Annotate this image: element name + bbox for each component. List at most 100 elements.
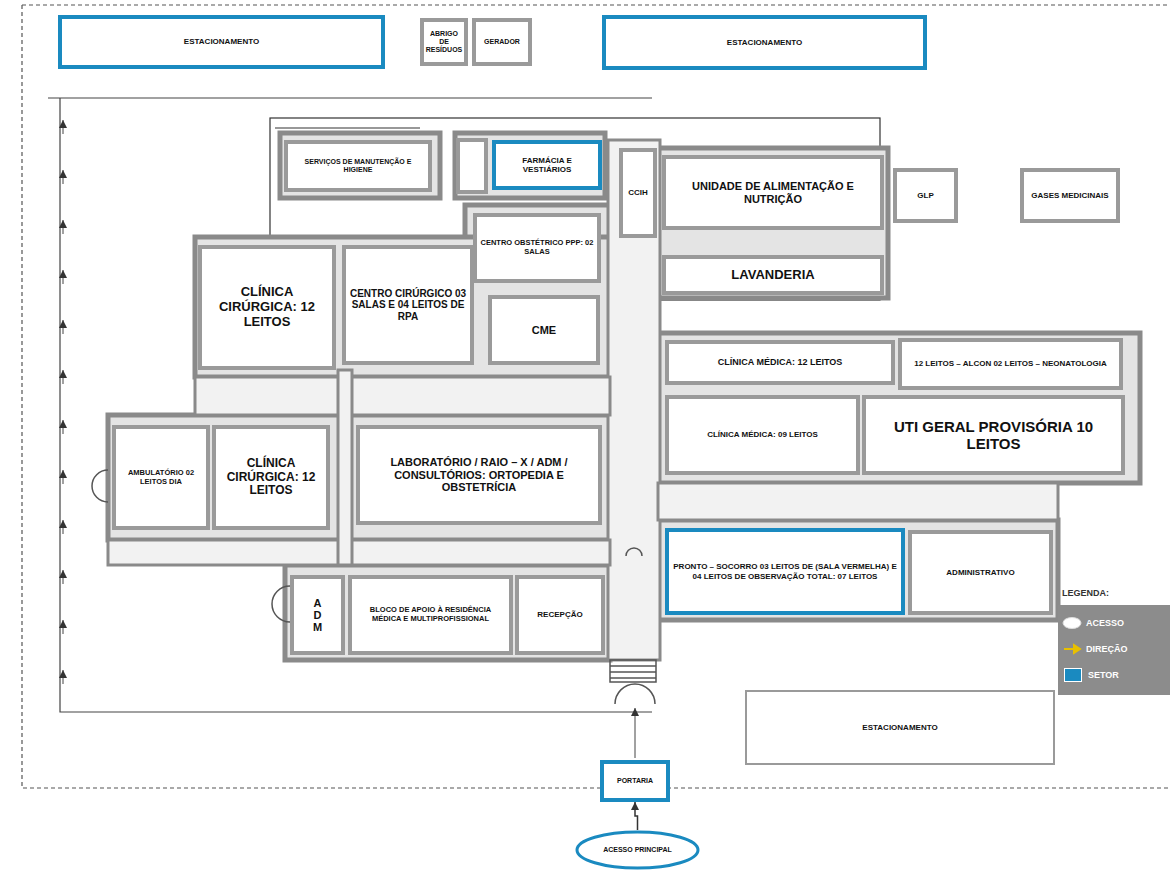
service-box: SERVIÇOS DE MANUTENÇÃO E HIGIENE (284, 140, 432, 192)
legend-panel (1058, 605, 1170, 695)
building-wall (280, 133, 440, 198)
room-label: GLP (917, 191, 933, 200)
room-label: LAVANDERIA (731, 268, 814, 283)
room-label: LABORATÓRIO / RAIO – X / ADM / CONSULTÓR… (363, 456, 595, 494)
room-label: ADMINISTRATIVO (946, 568, 1014, 577)
ward-box: CLÍNICA MÉDICA: 09 LEITOS (665, 395, 860, 475)
room-label: GASES MEDICINAIS (1031, 191, 1108, 200)
corridor (338, 370, 352, 565)
parking-area: ESTACIONAMENTO (602, 15, 927, 70)
room-label: ABRIGO DE RESÍDUOS (426, 30, 463, 54)
room-box: LABORATÓRIO / RAIO – X / ADM / CONSULTÓR… (356, 425, 602, 525)
flow-arrow (63, 170, 64, 184)
flow-arrow (63, 120, 64, 134)
legend-sample (1062, 616, 1082, 630)
room-label: ADM (312, 597, 323, 633)
legend-text: DIREÇÃO (1086, 644, 1128, 654)
corridor (108, 540, 610, 565)
annex-outline (275, 127, 420, 128)
room-box: ADM (290, 575, 345, 655)
flow-arrow (63, 220, 64, 234)
building-wall (108, 415, 610, 540)
room-box: RECEPÇÃO (515, 575, 605, 655)
property-boundary (22, 5, 1168, 788)
ward-box: CLÍNICA CIRÚRGICA: 12 LEITOS (212, 425, 330, 530)
room-box: LAVANDERIA (662, 255, 884, 295)
room-label: CLÍNICA CIRÚRGICA: 12 LEITOS (219, 457, 323, 498)
service-box: GASES MEDICINAIS (1020, 168, 1120, 223)
entrance (615, 684, 655, 704)
room-label: BLOCO DE APOIO À RESIDÊNCIA MÉDICA E MUL… (355, 606, 506, 623)
flow-arrow (63, 320, 64, 334)
corridor (195, 377, 610, 415)
room-label: UTI GERAL PROVISÓRIA 10 LEITOS (869, 418, 1118, 453)
access-arrow (635, 802, 638, 830)
legend-text: SETOR (1088, 670, 1119, 680)
building-wall (658, 148, 888, 298)
entrance (610, 660, 656, 682)
entrance (92, 470, 108, 502)
room-label: GERADOR (484, 38, 520, 46)
room-label: ESTACIONAMENTO (727, 38, 802, 47)
utility-room (458, 140, 486, 192)
room-label: RECEPÇÃO (537, 610, 582, 619)
flow-arrow (63, 620, 64, 634)
access-ellipse: ACESSO PRINCIPAL (575, 830, 700, 870)
ward-box: AMBULATÓRIO 02 LEITOS DIA (112, 425, 210, 530)
building-wall (465, 205, 610, 290)
sector-box: PRONTO – SOCORRO 03 LEITOS DE (SALA VERM… (665, 528, 905, 615)
room-label: CENTRO CIRÚRGICO 03 SALAS E 04 LEITOS DE… (349, 288, 467, 323)
legend-row: DIREÇÃO (1062, 636, 1166, 662)
flow-arrow (63, 270, 64, 284)
building-wall (658, 333, 1140, 483)
room-box: BLOCO DE APOIO À RESIDÊNCIA MÉDICA E MUL… (348, 575, 513, 655)
room-label: ESTACIONAMENTO (184, 37, 259, 46)
legend: ACESSO DIREÇÃO SETOR (1062, 610, 1166, 688)
legend-swatch (1064, 668, 1082, 682)
room-box: CCIH (619, 148, 657, 238)
ward-box: CLÍNICA MÉDICA: 12 LEITOS (665, 340, 895, 385)
service-box: GERADOR (472, 18, 532, 66)
sector-box: FARMÁCIA E VESTIÁRIOS (492, 140, 602, 190)
entrance (626, 548, 642, 556)
flow-arrow (63, 470, 64, 484)
parking-area: ESTACIONAMENTO (745, 690, 1055, 765)
room-label: ESTACIONAMENTO (862, 723, 937, 732)
building-wall (658, 520, 1058, 620)
legend-panel (1058, 605, 1170, 695)
room-label: PRONTO – SOCORRO 03 LEITOS DE (SALA VERM… (672, 562, 898, 580)
flow-arrow (635, 708, 636, 758)
room-label: SERVIÇOS DE MANUTENÇÃO E HIGIENE (291, 158, 425, 174)
legend-row: ACESSO (1062, 610, 1166, 636)
ward-box: CLÍNICA CIRÚRGICA: 12 LEITOS (198, 245, 336, 370)
flow-arrow (63, 370, 64, 384)
site-line (48, 98, 652, 712)
room-label: FARMÁCIA E VESTIÁRIOS (499, 156, 595, 174)
ward-box: UTI GERAL PROVISÓRIA 10 LEITOS (862, 395, 1125, 475)
room-label: CLÍNICA MÉDICA: 09 LEITOS (707, 430, 818, 439)
entrance (272, 586, 290, 622)
room-box: UNIDADE DE ALIMENTAÇÃO E NUTRIÇÃO (662, 155, 884, 230)
room-box: CME (488, 295, 600, 365)
ellipse-outline (577, 832, 698, 868)
room-box: ADMINISTRATIVO (908, 530, 1053, 615)
ward-box: 12 LEITOS – ALCON 02 LEITOS – NEONATOLOG… (898, 338, 1123, 390)
corridor (658, 483, 1058, 520)
gate-box: PORTARIA (600, 760, 670, 802)
flow-arrow (63, 120, 635, 758)
room-box: CENTRO CIRÚRGICO 03 SALAS E 04 LEITOS DE… (342, 245, 474, 365)
building-wall (108, 133, 1140, 660)
room-label: CLÍNICA MÉDICA: 12 LEITOS (718, 357, 843, 367)
parking-area: ESTACIONAMENTO (58, 15, 385, 69)
building-wall (285, 565, 610, 660)
room-label: CLÍNICA CIRÚRGICA: 12 LEITOS (205, 285, 329, 330)
flow-arrow (63, 520, 64, 534)
corridor (608, 140, 660, 660)
legend-sample (1062, 642, 1082, 656)
room-label: 12 LEITOS – ALCON 02 LEITOS – NEONATOLOG… (914, 359, 1106, 368)
legend-sample (1064, 645, 1080, 653)
utility-room (458, 140, 486, 192)
legend-row: SETOR (1062, 662, 1166, 688)
entrance (610, 666, 656, 678)
